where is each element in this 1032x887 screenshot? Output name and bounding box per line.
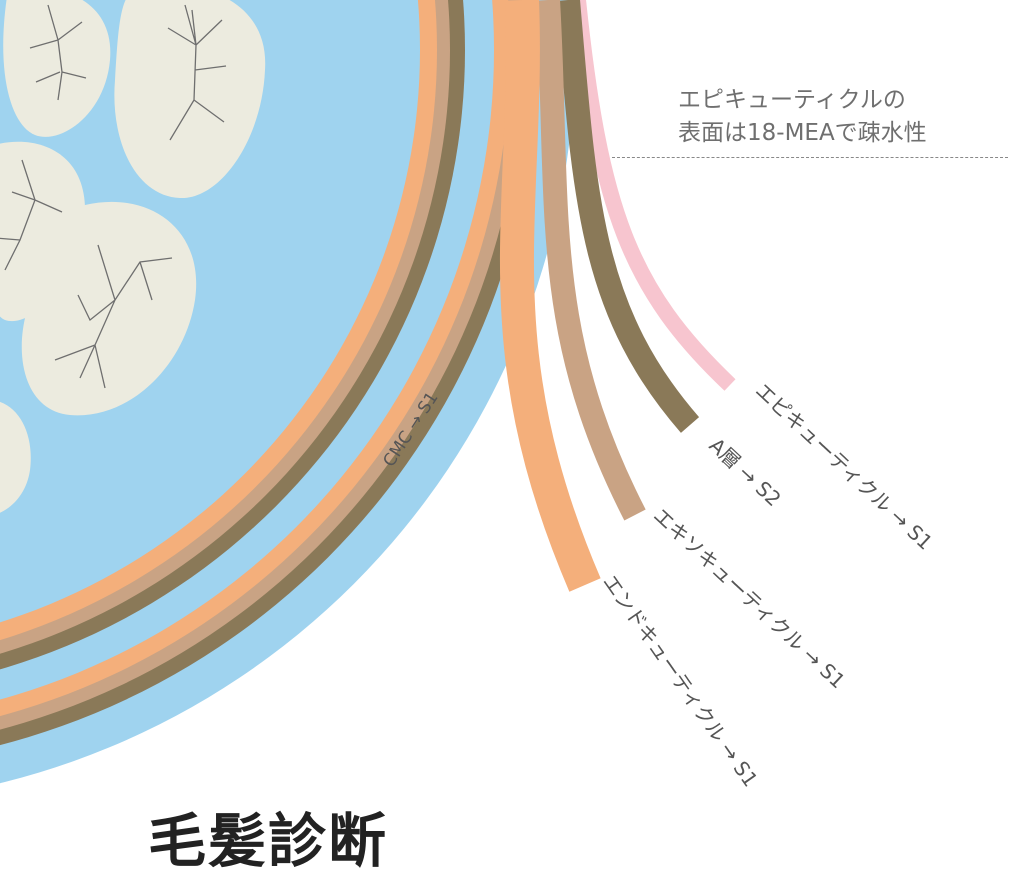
annotation-dashed-rule [612,157,1008,158]
cortex-cell [0,402,31,513]
a-layer-label: A層 → S2 [705,433,786,511]
page-title: 毛髪診断 [148,807,389,875]
cortex-cells [0,0,266,513]
epicuticle-strand [570,0,736,391]
cortex-cell [21,201,197,416]
cortex-area [0,0,420,623]
epicuticle-label: エピキューティクル → S1 [751,378,938,555]
cortex-cell [114,0,266,199]
hydrophobic-annotation: エピキューティクルの 表面は18-MEAで疎水性 [678,84,1008,149]
hair-layers [0,0,575,784]
a-layer-strand [556,0,700,433]
fibril-lines [0,4,227,389]
peeled-layers [499,0,736,592]
endocuticle-strand [499,0,601,592]
annotation-line-2: 表面は18-MEAで疎水性 [678,119,927,146]
annotation-line-1: エピキューティクルの [678,87,906,113]
exocuticle-strand [536,0,646,521]
cortex-cell [3,0,111,137]
